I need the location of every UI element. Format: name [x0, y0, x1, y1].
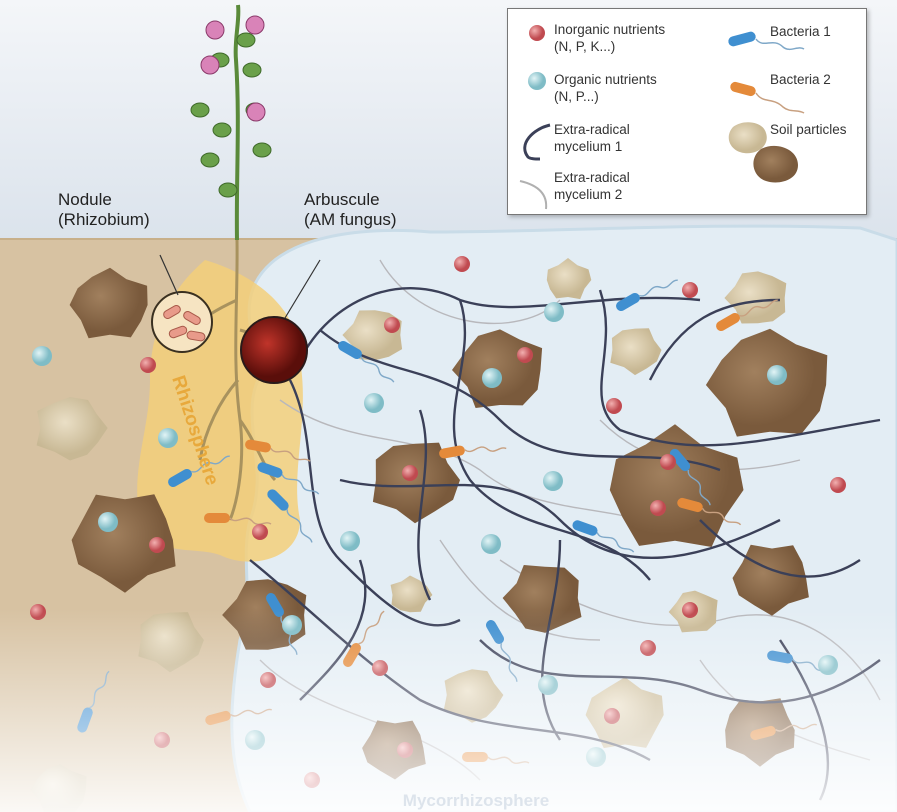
organic-nutrient — [543, 471, 563, 491]
leaf — [200, 152, 220, 168]
legend-organic-line2: (N, P...) — [554, 89, 599, 104]
legend-bacteria-2: Bacteria 2 — [770, 72, 831, 87]
legend-inorganic: Inorganic nutrients (N, P, K...) — [554, 21, 665, 55]
inorganic-nutrient — [140, 357, 156, 373]
inorganic-nutrient — [606, 398, 622, 414]
arbuscule-title: Arbuscule — [304, 190, 380, 209]
inorganic-nutrient — [260, 672, 276, 688]
inorganic-nutrient — [682, 602, 698, 618]
inorganic-nutrient — [304, 772, 320, 788]
inorganic-nutrient — [372, 660, 388, 676]
nodule-subtitle: (Rhizobium) — [58, 210, 150, 229]
inorganic-nutrient — [154, 732, 170, 748]
nodule — [151, 291, 213, 353]
inorganic-nutrient — [682, 282, 698, 298]
legend-bacteria-1: Bacteria 1 — [770, 24, 831, 39]
inorganic-nutrient — [397, 742, 413, 758]
inorganic-nutrient — [149, 537, 165, 553]
leaf — [218, 182, 238, 198]
inorganic-nutrient — [384, 317, 400, 333]
leaf — [212, 122, 232, 138]
leaf — [242, 62, 262, 78]
inorganic-nutrient — [252, 524, 268, 540]
organic-nutrient — [586, 747, 606, 767]
flower — [245, 15, 265, 35]
arbuscule-label: Arbuscule(AM fungus) — [304, 190, 397, 230]
leaf — [252, 142, 272, 158]
inorganic-nutrient — [454, 256, 470, 272]
mycorrhizosphere-region — [230, 224, 897, 812]
legend-organic-line1: Organic nutrients — [554, 72, 657, 87]
leaf — [190, 102, 210, 118]
legend-mycelium-2: Extra-radical mycelium 2 — [554, 169, 630, 203]
organic-nutrient — [538, 675, 558, 695]
mycelium-1-icon — [523, 123, 551, 161]
arbuscule — [240, 316, 308, 384]
organic-nutrient — [767, 365, 787, 385]
legend-organic: Organic nutrients (N, P...) — [554, 71, 657, 105]
inorganic-nutrient — [402, 465, 418, 481]
organic-nutrient — [282, 615, 302, 635]
legend-mycelium-2-line2: mycelium 2 — [554, 187, 623, 202]
flower — [246, 102, 266, 122]
inorganic-nutrient — [640, 640, 656, 656]
inorganic-nutrient — [830, 477, 846, 493]
organic-nutrient — [818, 655, 838, 675]
inorganic-nutrient — [604, 708, 620, 724]
organic-nutrient — [98, 512, 118, 532]
organic-nutrient — [544, 302, 564, 322]
legend-symbols — [519, 25, 805, 210]
legend-mycelium-1-line1: Extra-radical — [554, 122, 630, 137]
organic-nutrient — [32, 346, 52, 366]
soil-particle-dark-icon — [753, 145, 798, 183]
mycorrhizosphere-label: Mycorrhizosphere — [403, 791, 549, 810]
legend-mycelium-2-line1: Extra-radical — [554, 170, 630, 185]
mycelium-2-icon — [519, 180, 548, 210]
inorganic-nutrient — [30, 604, 46, 620]
organic-nutrient — [158, 428, 178, 448]
flower — [205, 20, 225, 40]
arbuscule-subtitle: (AM fungus) — [304, 210, 397, 229]
legend-inorganic-line1: Inorganic nutrients — [554, 22, 666, 37]
flower — [200, 55, 220, 75]
legend-inorganic-line2: (N, P, K...) — [554, 39, 616, 54]
organic-nutrient — [482, 368, 502, 388]
organic-nutrient — [481, 534, 501, 554]
soil-particle-light-icon — [728, 122, 767, 154]
inorganic-nutrient — [650, 500, 666, 516]
inorganic-nutrient — [517, 347, 533, 363]
nodule-title: Nodule — [58, 190, 112, 209]
bacteria-1-icon — [728, 31, 805, 51]
legend-mycelium-1: Extra-radical mycelium 1 — [554, 121, 630, 155]
organic-nutrient — [245, 730, 265, 750]
nodule-label: Nodule(Rhizobium) — [58, 190, 150, 230]
organic-nutrient — [340, 531, 360, 551]
bacteria-2-icon — [730, 81, 805, 114]
leaf — [236, 32, 256, 48]
legend: Inorganic nutrients (N, P, K...) Organic … — [507, 8, 867, 215]
legend-soil-particles: Soil particles — [770, 122, 847, 137]
inorganic-nutrient — [660, 454, 676, 470]
legend-mycelium-1-line2: mycelium 1 — [554, 139, 623, 154]
organic-nutrient — [364, 393, 384, 413]
organic-nutrient-icon — [528, 72, 546, 90]
inorganic-nutrient-icon — [529, 25, 545, 41]
